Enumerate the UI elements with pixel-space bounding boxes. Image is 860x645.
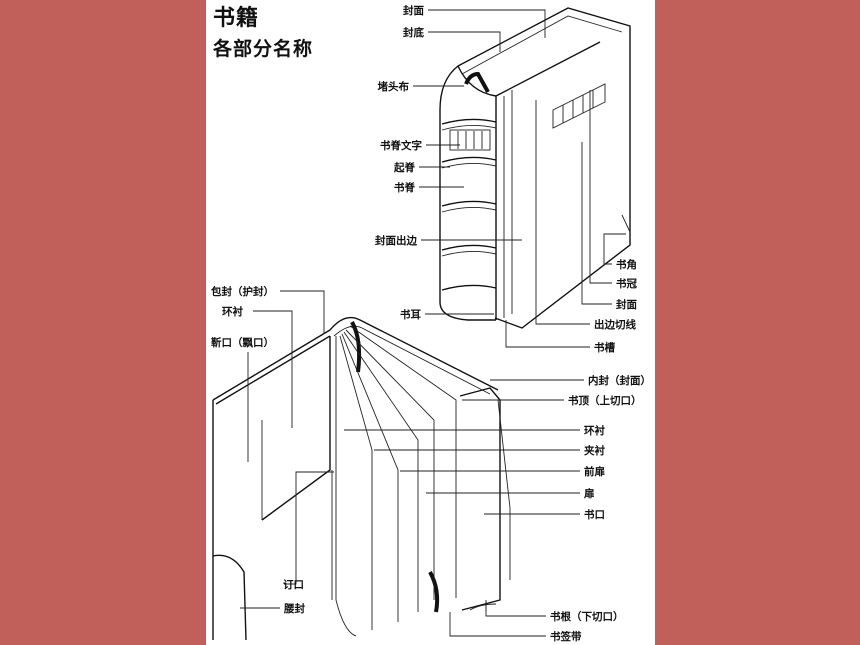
raised-band-3b [441,207,497,213]
leader-cover-right [581,142,612,305]
cover-title-plate [552,83,606,129]
leader-book-crown [589,90,612,284]
ribbon-bottom [428,571,440,613]
page-4 [343,331,419,612]
leader-back-cover [428,31,501,52]
left-board-inner [261,336,331,521]
label-joint: 书耳 [400,308,421,321]
corner-mark [621,214,631,233]
spine-head-curve [457,41,601,97]
label-raised-band: 起脊 [393,161,415,174]
spine-outline [439,65,496,321]
right-cover [459,387,501,611]
label-cover-right: 封面 [616,298,637,311]
raised-band-2b [441,163,497,169]
label-inner-cover: 内封（封面） [588,374,651,387]
label-endpaper-top: 环衬 [222,305,243,318]
label-book-corner: 书角 [616,258,637,271]
label-bookmark-ribbon: 书签带 [550,630,582,643]
leader-groove [505,320,590,348]
spine-head-open [329,316,499,391]
label-book-crown: 书冠 [616,277,637,290]
leader-endpaper-top [253,310,293,428]
diagram-subtitle: 各部分名称 [213,38,314,60]
page-6 [349,325,457,598]
leader-dust-jacket [280,290,325,334]
cover-outline [457,7,631,329]
leader-overhang-line [535,100,590,325]
cover-title-chars [562,90,594,123]
leader-tail-edge [485,602,546,617]
leader-book-corner [603,233,626,265]
label-cover-overhang: 封面出边 [375,234,417,247]
label-groove: 书槽 [594,341,615,354]
label-spine-text: 书脊文字 [380,139,422,152]
raised-band-3 [441,200,497,207]
raised-band-5 [441,284,497,291]
leader-bookmark-ribbon [449,612,546,637]
page-1 [335,336,357,637]
label-spine: 书脊 [394,181,415,194]
diagram-panel [206,0,655,645]
ribbon-top [350,321,362,373]
label-front-flyleaf: 前扉 [584,465,605,478]
label-endpaper: 环衬 [584,424,605,437]
label-back-cover: 封底 [403,26,424,39]
label-fore-edge-flap: 靳口（飘口） [211,336,274,349]
diagram-title: 书籍 [213,5,260,31]
label-headband: 堵头布 [378,80,410,93]
label-belly-band: 腰封 [283,602,305,615]
spine-title-plate [449,129,491,151]
head-ribbon [464,71,490,93]
left-cover-top-edge [212,329,331,401]
leader-lines [240,9,626,637]
label-gutter: 订口 [283,578,304,591]
open-book-illustration [212,316,511,641]
raised-band-1b [441,125,497,131]
cover-top-edge [461,15,623,75]
label-group: 封面 封底 堵头布 书脊文字 起脊 书脊 封面出边 书角 书冠 封面 书耳 出边… [211,4,651,643]
raised-band-2 [441,156,497,163]
label-dust-jacket: 包封（护封） [211,285,274,298]
page-5 [345,329,435,600]
label-cover-top: 封面 [403,4,424,17]
left-cover-top-edge-2 [215,335,331,405]
raised-band-1 [441,118,497,125]
spine-title-chars [457,131,483,149]
label-flyleaf: 扉 [583,487,595,500]
leader-cover-top [428,9,546,38]
label-head-edge: 书顶（上切口） [568,394,642,407]
leader-gutter [284,471,334,585]
label-tail-edge: 书根（下切口） [550,610,624,623]
label-fore-edge: 书口 [584,508,605,521]
page-3 [341,333,399,622]
page-2 [339,335,373,630]
raised-band-4b [441,251,497,257]
right-cover-edge [497,399,511,580]
closed-book-illustration [439,7,631,329]
label-inserted-leaf: 夹衬 [584,444,605,457]
label-overhang-line: 出边切线 [594,318,636,331]
belly-band-front [212,554,247,641]
raised-band-4 [441,244,497,251]
